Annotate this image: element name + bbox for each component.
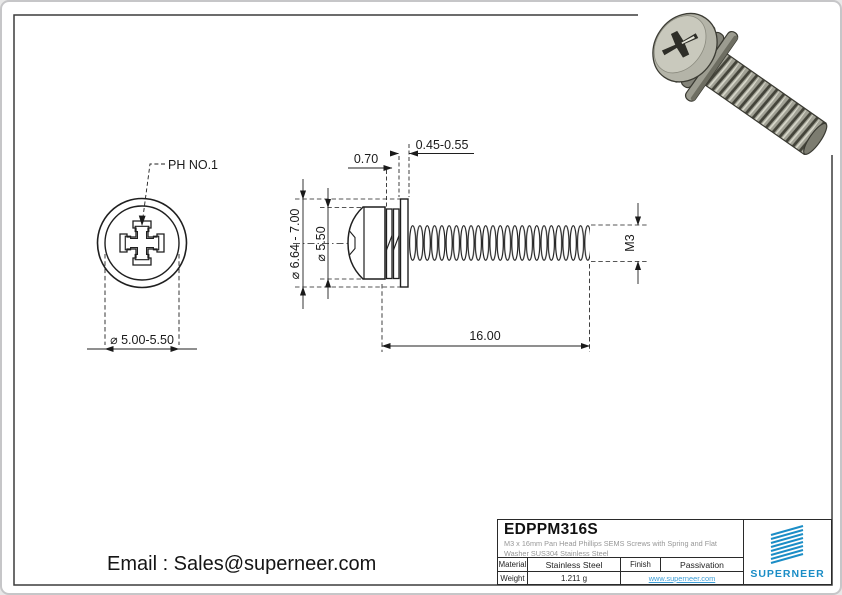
weight-row: Weight 1.211 g www.superneer.com <box>498 571 743 584</box>
head-dia-extension-lines <box>104 254 180 345</box>
email-text: Email : Sales@superneer.com <box>107 553 377 575</box>
front-view <box>87 163 197 353</box>
head-diameter-label: ⌀ 5.00-5.50 <box>110 333 174 347</box>
product-render <box>638 6 838 156</box>
brand-name: SUPERNEER <box>750 567 825 580</box>
part-number: EDPPM316S <box>504 521 599 538</box>
part-description: M3 x 16mm Pan Head Phillips SEMS Screws … <box>504 539 717 559</box>
material-row: Material Stainless Steel Finish Passivat… <box>498 557 743 571</box>
finish-value: Passivation <box>660 558 743 571</box>
ph-leader-arrow-icon <box>138 215 146 226</box>
spring-washer-profile <box>385 208 400 280</box>
thread-length-label: 16.00 <box>469 329 500 343</box>
spring-thickness-extension-lines <box>386 156 400 207</box>
head-outline-circle <box>104 205 180 281</box>
washer-od-extension-lines <box>295 198 401 288</box>
title-block: EDPPM316S M3 x 16mm Pan Head Phillips SE… <box>497 519 832 585</box>
washer-od-label: ⌀ 6.64 - 7.00 <box>288 209 302 280</box>
threaded-shank <box>409 225 590 261</box>
weight-label: Weight <box>500 573 525 583</box>
brand-logo: SUPERNEER <box>744 520 831 584</box>
pan-head-profile <box>347 206 386 280</box>
weight-value: 1.211 g <box>527 572 620 584</box>
website-link[interactable]: www.superneer.com <box>648 573 716 583</box>
head-od-label: ⌀ 5.50 <box>314 226 328 261</box>
ph-number-label: PH NO.1 <box>168 158 218 172</box>
flat-thickness-label: 0.45-0.55 <box>416 138 469 152</box>
title-block-info: EDPPM316S M3 x 16mm Pan Head Phillips SE… <box>498 520 744 584</box>
screw-3d-icon <box>652 12 828 156</box>
thread-extension-lines <box>591 224 648 262</box>
finish-label: Finish <box>620 558 660 571</box>
brand-stripes-icon <box>770 524 803 564</box>
material-value: Stainless Steel <box>527 558 620 571</box>
flat-washer-profile <box>399 198 409 288</box>
washer-outline-circle <box>96 197 188 289</box>
drawing-frame <box>13 14 833 586</box>
length-extension-lines <box>381 264 590 352</box>
spring-thickness-label: 0.70 <box>354 152 378 166</box>
ph-leader-line <box>142 163 165 218</box>
head-recess-notch <box>349 230 356 256</box>
material-label: Material <box>498 560 527 569</box>
side-view <box>293 144 648 352</box>
phillips-recess-icon <box>119 220 165 266</box>
thread-size-label: M3 <box>623 234 637 251</box>
